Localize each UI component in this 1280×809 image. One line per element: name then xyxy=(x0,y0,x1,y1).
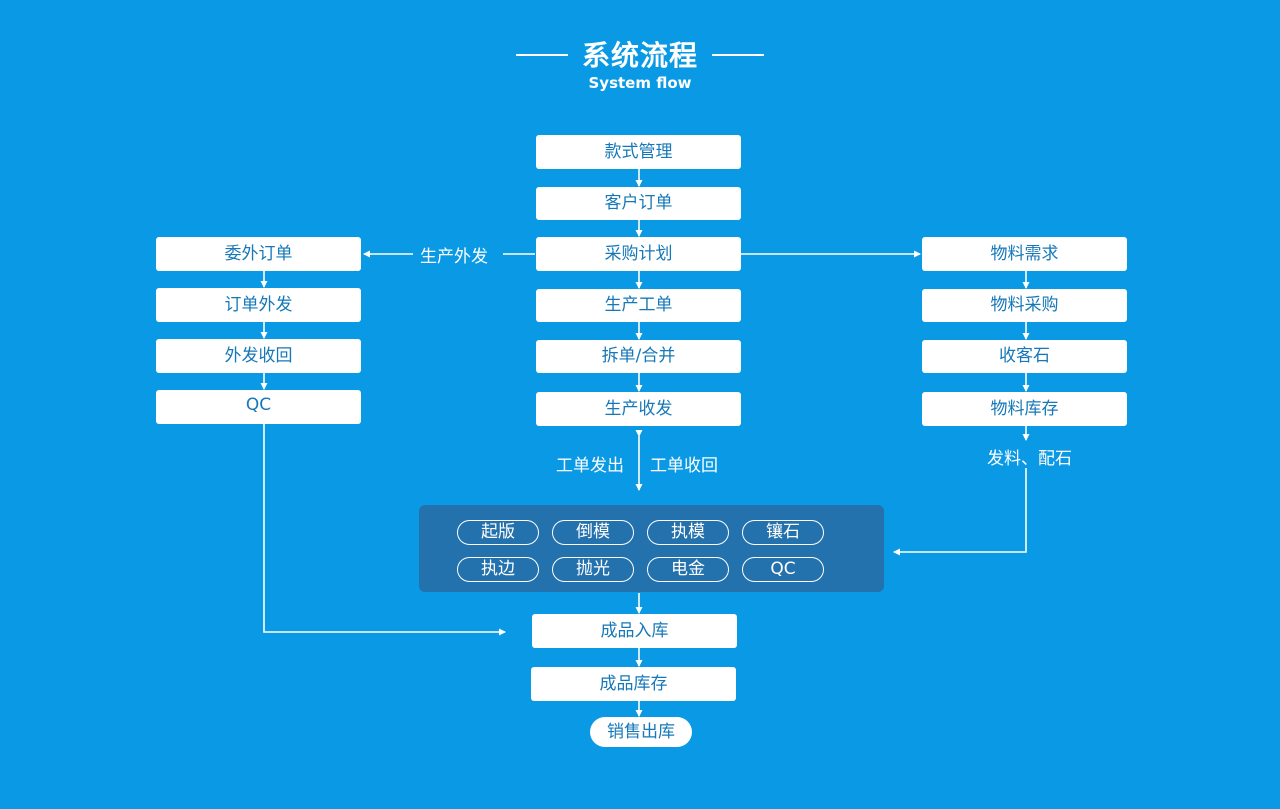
process-casting: 倒模 xyxy=(552,520,634,545)
diagram-header: 系统流程 xyxy=(0,34,1280,74)
node-customer-order: 客户订单 xyxy=(536,187,741,220)
arrow-material-to-panel xyxy=(893,468,1027,556)
node-purchase-plan: 采购计划 xyxy=(536,237,741,271)
node-outsource-return: 外发收回 xyxy=(156,339,361,373)
node-outsource-order: 委外订单 xyxy=(156,237,361,271)
process-start-version: 起版 xyxy=(457,520,539,545)
title-rule-right xyxy=(712,54,764,56)
node-finished-warehousing: 成品入库 xyxy=(532,614,737,648)
node-finished-stock: 成品库存 xyxy=(531,667,736,701)
label-recover: 工单收回 xyxy=(650,456,718,476)
label-outsource: 生产外发 xyxy=(420,247,488,267)
node-left-qc: QC xyxy=(156,390,361,424)
node-sales-outbound: 销售出库 xyxy=(590,717,692,747)
node-order-outsourced: 订单外发 xyxy=(156,288,361,322)
node-production-dispatch: 生产收发 xyxy=(536,392,741,426)
node-material-purchase: 物料采购 xyxy=(922,289,1127,322)
node-split-merge: 拆单/合并 xyxy=(536,340,741,373)
node-receive-stones: 收客石 xyxy=(922,340,1127,373)
label-material-issue: 发料、配石 xyxy=(987,449,1072,469)
process-polishing: 抛光 xyxy=(552,557,634,582)
process-edge-finishing: 执边 xyxy=(457,557,539,582)
node-work-order: 生产工单 xyxy=(536,289,741,322)
node-material-stock: 物料库存 xyxy=(922,392,1127,426)
process-qc: QC xyxy=(742,557,824,582)
process-plating: 电金 xyxy=(647,557,729,582)
title-rule-left xyxy=(516,54,568,56)
node-material-demand: 物料需求 xyxy=(922,237,1127,271)
arrow-qc-to-finished xyxy=(263,424,506,636)
process-mold-finishing: 执模 xyxy=(647,520,729,545)
diagram-subtitle: System flow xyxy=(588,74,692,92)
process-stone-setting: 镶石 xyxy=(742,520,824,545)
label-dispatch: 工单发出 xyxy=(556,456,624,476)
diagram-title: 系统流程 xyxy=(581,39,698,72)
node-style-management: 款式管理 xyxy=(536,135,741,169)
